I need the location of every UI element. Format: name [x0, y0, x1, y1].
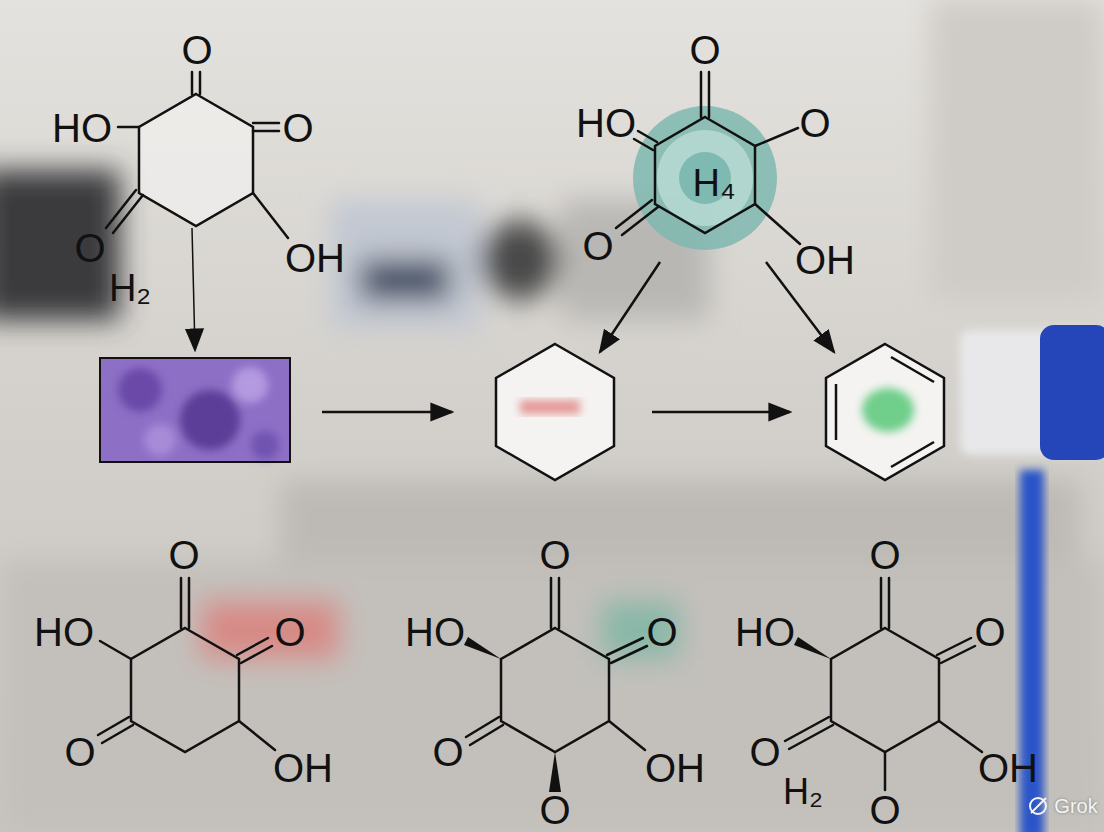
atom-label: O [582, 226, 613, 266]
atom-label: OH [273, 748, 333, 788]
molecule-bonds [98, 72, 982, 790]
atom-label: HO [405, 612, 465, 652]
atom-label: HO [52, 108, 112, 148]
atom-label: OH [645, 748, 705, 788]
atom-label: O [869, 535, 900, 575]
atom-label: H₂ [783, 774, 823, 810]
atom-label: O [64, 732, 95, 772]
watermark-text: Grok [1054, 796, 1097, 816]
cyclohexane-ring [496, 344, 614, 480]
atom-label: O [274, 612, 305, 652]
atom-label: O [168, 535, 199, 575]
atom-label: HO [34, 612, 94, 652]
lab-device [960, 325, 1104, 832]
benzene-ring [826, 344, 944, 480]
atom-label: O [799, 103, 830, 143]
teal-blob [633, 106, 777, 250]
atom-label: OH [285, 238, 345, 278]
atom-label: O [181, 30, 212, 70]
atom-label: H₄ [693, 164, 736, 202]
atom-label: OH [978, 748, 1038, 788]
atom-label: O [869, 790, 900, 830]
atom-label: O [74, 228, 105, 268]
atom-label: HO [576, 103, 636, 143]
atom-label: O [974, 612, 1005, 652]
atom-label: OH [795, 240, 855, 280]
atom-label: O [282, 108, 313, 148]
atom-label: HO [735, 612, 795, 652]
wedge-bonds [464, 637, 831, 792]
atom-label: O [539, 790, 570, 830]
atom-label: H₂ [109, 269, 151, 307]
atom-label: O [646, 612, 677, 652]
watermark-icon [1030, 798, 1046, 814]
atom-label: O [432, 732, 463, 772]
atom-label: O [689, 30, 720, 70]
atom-label: O [539, 535, 570, 575]
atom-label: O [749, 732, 780, 772]
tissue-image [100, 358, 290, 462]
